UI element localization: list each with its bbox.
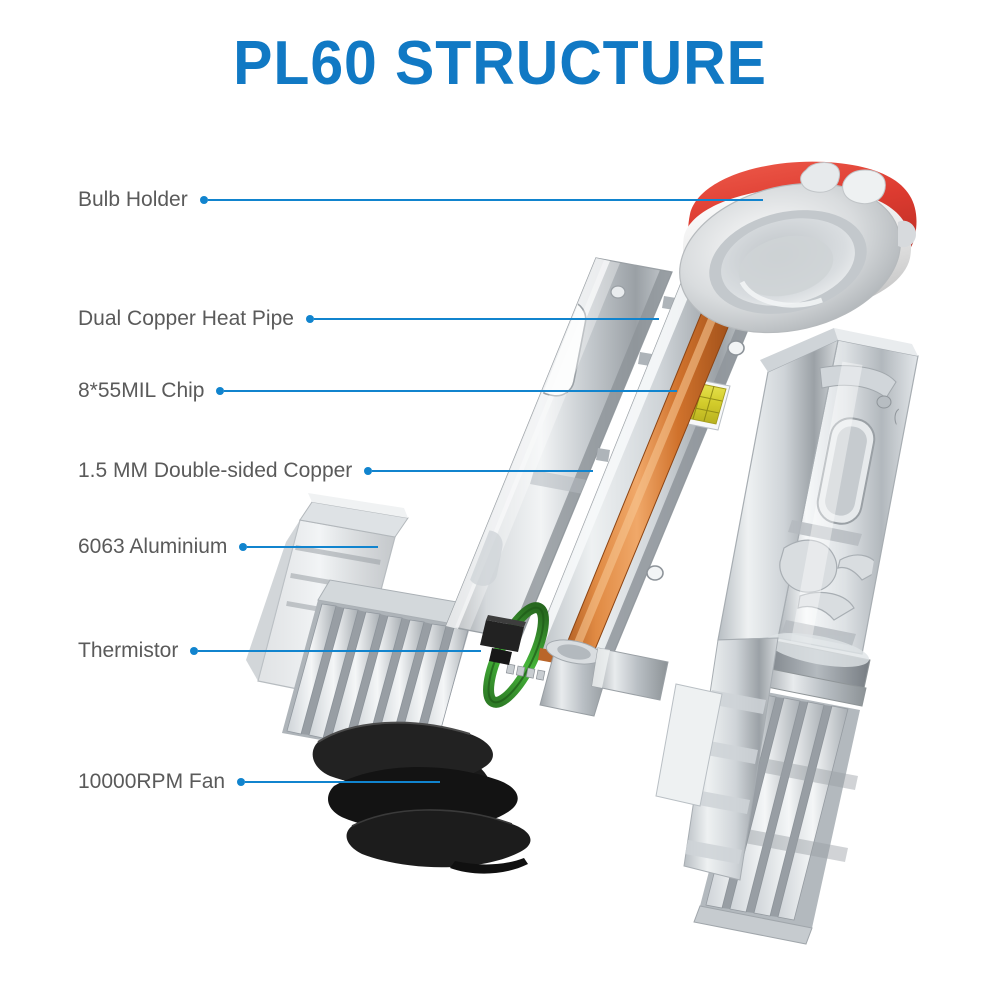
heatsink-fins-left <box>282 579 481 760</box>
leader-line <box>198 650 482 652</box>
callout-aluminium[interactable]: 6063 Aluminium <box>78 533 379 561</box>
fan-part <box>312 721 531 874</box>
callout-label-thermistor: Thermistor <box>78 639 179 662</box>
callout-label-aluminium: 6063 Aluminium <box>78 535 228 558</box>
assembled-bulb-part <box>655 328 919 945</box>
leader-dot <box>364 467 373 475</box>
leader-dot <box>190 647 199 655</box>
leader-line <box>372 470 594 472</box>
callout-bulb-holder[interactable]: Bulb Holder <box>78 186 763 214</box>
left-barrel <box>539 639 613 717</box>
callout-chip[interactable]: 8*55MIL Chip <box>78 377 678 405</box>
callout-label-dual-copper-heat-pipe: Dual Copper Heat Pipe <box>78 307 294 330</box>
leader-dot <box>237 778 246 786</box>
leader-line <box>224 390 678 392</box>
leader-line <box>247 546 379 548</box>
aluminium-bar-left <box>445 257 676 641</box>
callout-double-sided-copper[interactable]: 1.5 MM Double-sided Copper <box>78 457 594 485</box>
callout-label-double-sided-copper: 1.5 MM Double-sided Copper <box>78 459 353 482</box>
leader-dot <box>305 315 314 323</box>
leader-line <box>313 318 659 320</box>
callout-dual-copper-heat-pipe[interactable]: Dual Copper Heat Pipe <box>78 305 659 333</box>
leader-dot <box>239 543 248 551</box>
page-title: PL60 STRUCTURE <box>233 29 767 98</box>
left-bracket <box>591 647 669 701</box>
thermistor-part <box>480 602 562 708</box>
leader-dot <box>199 196 208 204</box>
leader-line <box>207 199 763 201</box>
heatsink-shoulder-right <box>683 637 779 881</box>
callout-label-bulb-holder: Bulb Holder <box>78 188 188 211</box>
leader-dot <box>216 387 225 395</box>
callout-label-fan: 10000RPM Fan <box>78 770 226 793</box>
callout-label-chip: 8*55MIL Chip <box>78 379 205 402</box>
leader-line <box>245 781 441 783</box>
callout-thermistor[interactable]: Thermistor <box>78 637 482 665</box>
bulb-holder-part <box>679 161 917 334</box>
callout-fan[interactable]: 10000RPM Fan <box>78 768 441 796</box>
